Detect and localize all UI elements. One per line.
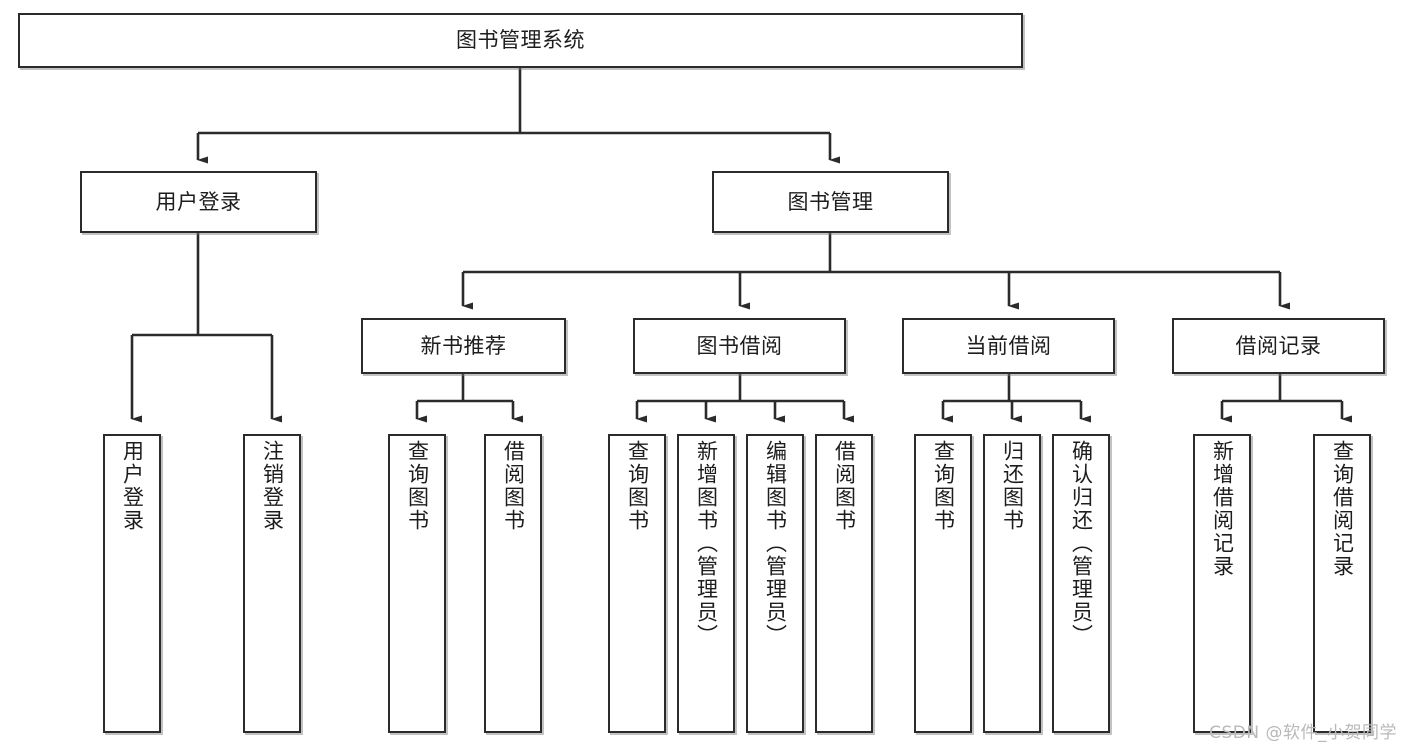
node-label: 图书借阅 bbox=[696, 333, 783, 358]
leaf-user-login-logout[interactable]: 注销登录 bbox=[243, 434, 301, 733]
node-book-management[interactable]: 图书管理 bbox=[712, 171, 949, 233]
node-label: 借阅记录 bbox=[1235, 333, 1322, 358]
node-user-login[interactable]: 用户登录 bbox=[80, 171, 317, 233]
node-label: 确认归还（管理员） bbox=[1069, 440, 1094, 647]
leaf-new-book-query-book[interactable]: 查询图书 bbox=[388, 434, 446, 733]
leaf-current-borrow-query-book[interactable]: 查询图书 bbox=[914, 434, 972, 733]
node-label: 新增图书（管理员） bbox=[694, 440, 719, 647]
leaf-book-borrow-query-book[interactable]: 查询图书 bbox=[608, 434, 666, 733]
csdn-watermark: CSDN @软件_小贺同学 bbox=[1209, 723, 1397, 743]
leaf-user-login-login[interactable]: 用户登录 bbox=[103, 434, 161, 733]
node-label: 用户登录 bbox=[155, 189, 242, 214]
node-label: 查询图书 bbox=[931, 440, 956, 532]
node-label: 用户登录 bbox=[120, 440, 145, 532]
node-new-book-recommend[interactable]: 新书推荐 bbox=[361, 318, 566, 374]
node-label: 图书管理系统 bbox=[456, 28, 585, 53]
node-label: 查询图书 bbox=[405, 440, 430, 532]
node-label: 注销登录 bbox=[260, 440, 285, 532]
node-label: 借阅图书 bbox=[501, 440, 526, 532]
leaf-book-borrow-add-book-admin[interactable]: 新增图书（管理员） bbox=[677, 434, 735, 733]
leaf-borrow-record-add-record[interactable]: 新增借阅记录 bbox=[1193, 434, 1251, 733]
node-label: 编辑图书（管理员） bbox=[763, 440, 788, 647]
leaf-new-book-borrow-book[interactable]: 借阅图书 bbox=[484, 434, 542, 733]
node-label: 查询借阅记录 bbox=[1330, 440, 1355, 578]
leaf-current-borrow-return-book[interactable]: 归还图书 bbox=[983, 434, 1041, 733]
node-label: 查询图书 bbox=[625, 440, 650, 532]
node-label: 借阅图书 bbox=[832, 440, 857, 532]
leaf-book-borrow-edit-book-admin[interactable]: 编辑图书（管理员） bbox=[746, 434, 804, 733]
node-label: 新增借阅记录 bbox=[1210, 440, 1235, 578]
node-label: 当前借阅 bbox=[965, 333, 1052, 358]
node-borrow-record[interactable]: 借阅记录 bbox=[1172, 318, 1385, 374]
leaf-current-borrow-confirm-return-admin[interactable]: 确认归还（管理员） bbox=[1052, 434, 1110, 733]
leaf-book-borrow-borrow-book[interactable]: 借阅图书 bbox=[815, 434, 873, 733]
leaf-borrow-record-query-record[interactable]: 查询借阅记录 bbox=[1313, 434, 1371, 733]
node-root-book-management-system[interactable]: 图书管理系统 bbox=[18, 13, 1023, 68]
node-label: 图书管理 bbox=[787, 189, 874, 214]
node-label: 新书推荐 bbox=[420, 333, 507, 358]
node-current-borrow[interactable]: 当前借阅 bbox=[902, 318, 1115, 374]
node-label: 归还图书 bbox=[1000, 440, 1025, 532]
node-book-borrow[interactable]: 图书借阅 bbox=[633, 318, 846, 374]
